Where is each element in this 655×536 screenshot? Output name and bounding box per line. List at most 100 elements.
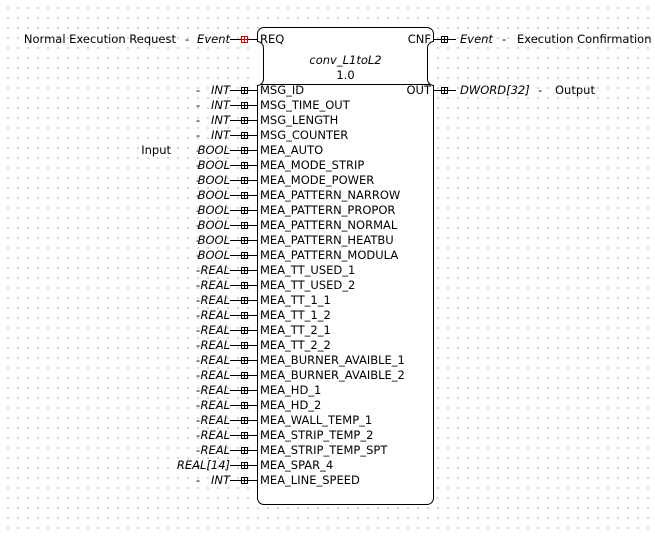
port-type: INT (210, 128, 230, 142)
port-name: MEA_MODE_POWER (260, 173, 375, 187)
port-dash: - (196, 458, 201, 472)
port-name: MSG_TIME_OUT (260, 98, 350, 112)
port-name: MEA_WALL_TEMP_1 (260, 413, 373, 427)
data-input-pin[interactable] (241, 117, 248, 124)
data-input-pin[interactable] (241, 402, 248, 409)
port-name: MSG_ID (260, 83, 305, 97)
data-input-pin[interactable] (241, 357, 248, 364)
data-input-pin[interactable] (241, 372, 248, 379)
data-input-pin[interactable] (241, 297, 248, 304)
data-input-pin[interactable] (241, 222, 248, 229)
port-comment: Output (555, 83, 595, 97)
data-input-pin[interactable] (241, 327, 248, 334)
port-dash: - (196, 308, 201, 322)
port-name: MSG_LENGTH (260, 113, 339, 127)
data-input-pin[interactable] (241, 477, 248, 484)
port-type: Event (197, 32, 230, 46)
data-input-pin[interactable] (241, 162, 248, 169)
port-type: Event (460, 32, 493, 46)
data-input-pin[interactable] (241, 177, 248, 184)
data-input-pin[interactable] (241, 432, 248, 439)
data-input-pin[interactable] (241, 132, 248, 139)
data-input-pin[interactable] (241, 462, 248, 469)
data-input-pin[interactable] (241, 282, 248, 289)
data-input-pin[interactable] (241, 342, 248, 349)
event-input-pin[interactable] (241, 36, 248, 43)
port-name: MEA_AUTO (260, 143, 324, 157)
output-pin[interactable] (441, 87, 448, 94)
port-type: REAL (200, 308, 230, 322)
port-dash: - (196, 323, 201, 337)
port-dash: - (196, 218, 201, 232)
port-comment: Execution Confirmation (517, 32, 652, 46)
port-name: MEA_PATTERN_PROPOR (260, 203, 396, 217)
port-dash: - (196, 173, 201, 187)
data-input-pin[interactable] (241, 192, 248, 199)
port-name: MEA_TT_USED_2 (260, 278, 356, 292)
port-name: MEA_HD_1 (260, 383, 322, 397)
port-type: REAL (200, 338, 230, 352)
data-input-pin[interactable] (241, 417, 248, 424)
data-input-pin[interactable] (241, 147, 248, 154)
port-name: MEA_HD_2 (260, 398, 322, 412)
port-type: REAL (200, 383, 230, 397)
port-comment: Input (141, 143, 171, 157)
data-input-pin[interactable] (241, 267, 248, 274)
port-dash: - (185, 32, 190, 46)
data-input-pin[interactable] (241, 237, 248, 244)
port-type: INT (210, 113, 230, 127)
port-dash: - (196, 338, 201, 352)
port-type: DWORD[32] (460, 83, 530, 97)
port-dash: - (196, 278, 201, 292)
input-port-row[interactable]: -REAL[14]MEA_SPAR_4 (0, 458, 440, 473)
data-input-pin[interactable] (241, 207, 248, 214)
port-dash: - (196, 443, 201, 457)
output-pin[interactable] (441, 36, 448, 43)
port-dash: - (196, 428, 201, 442)
function-block[interactable]: conv_L1toL2 1.0 (257, 27, 434, 505)
event-output-notch (427, 41, 434, 86)
port-dash: - (196, 473, 201, 487)
data-input-pin[interactable] (241, 312, 248, 319)
port-name: MEA_PATTERN_NORMAL (260, 218, 398, 232)
port-dash: - (196, 293, 201, 307)
data-input-pin[interactable] (241, 102, 248, 109)
port-comment: Normal Execution Request (23, 32, 176, 46)
port-type: REAL (200, 398, 230, 412)
data-input-pin[interactable] (241, 252, 248, 259)
port-type: REAL (200, 263, 230, 277)
port-type: REAL (200, 293, 230, 307)
data-input-pin[interactable] (241, 447, 248, 454)
data-input-pin[interactable] (241, 87, 248, 94)
data-input-pin[interactable] (241, 387, 248, 394)
